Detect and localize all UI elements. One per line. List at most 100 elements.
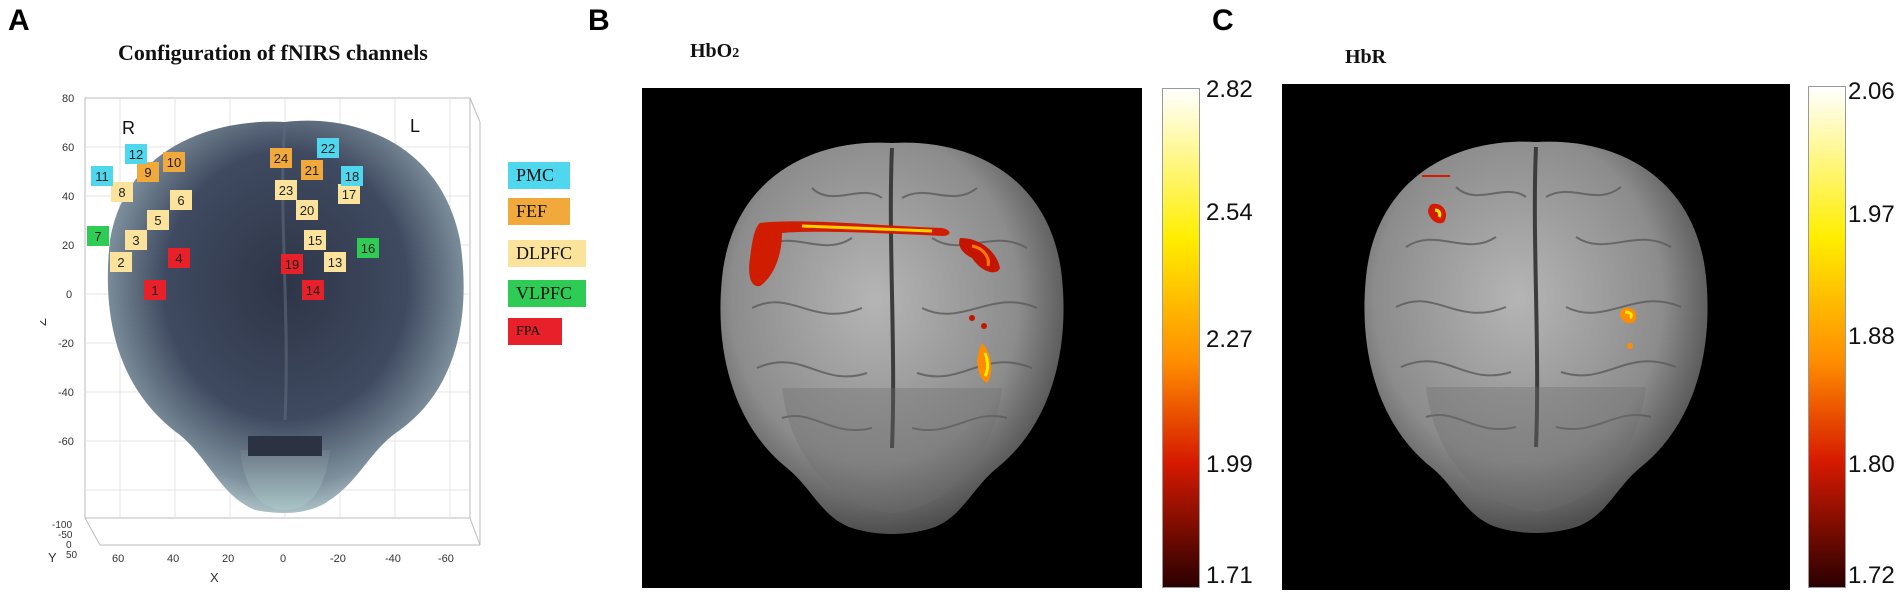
channel-number: 13	[328, 255, 342, 270]
channel-11: 11	[91, 166, 113, 186]
channel-number: 5	[154, 213, 161, 228]
channel-3: 3	[125, 230, 147, 250]
channel-18: 18	[341, 166, 363, 186]
channel-number: 1	[151, 283, 158, 298]
plot-box-frame	[84, 97, 481, 546]
z-tick: -20	[58, 338, 74, 350]
channel-16: 16	[357, 238, 379, 258]
legend-vlpfc: VLPFC	[508, 280, 586, 307]
z-tick: 80	[62, 93, 74, 105]
channel-1: 1	[144, 280, 166, 300]
y-tick-labels: -100 -50 0 50	[52, 520, 78, 561]
hbo2-colorbar-tick: 2.82	[1206, 76, 1253, 103]
x-tick: -60	[438, 553, 454, 565]
brain-sulci	[1395, 186, 1682, 430]
y-axis-label: Y	[48, 550, 57, 565]
hbr-colorbar	[1808, 86, 1846, 588]
activation-blob-frontal-right	[749, 221, 950, 287]
x-tick: -20	[330, 553, 346, 565]
x-tick: 20	[222, 553, 234, 565]
z-tick: 0	[66, 289, 72, 301]
z-tick: -60	[58, 436, 74, 448]
hbr-colorbar-tick: 1.88	[1848, 323, 1895, 350]
channel-21: 21	[301, 160, 323, 180]
channel-13: 13	[324, 252, 346, 272]
channel-number: 24	[274, 151, 288, 166]
channel-number: 16	[361, 241, 375, 256]
channel-number: 10	[167, 155, 181, 170]
channel-9: 9	[137, 162, 159, 182]
hbo2-colorbar	[1162, 88, 1200, 588]
legend-label: DLPFC	[516, 243, 573, 263]
hbo2-colorbar-tick: 2.54	[1206, 199, 1253, 226]
channel-17: 17	[338, 184, 360, 204]
activation-hot-line	[801, 224, 933, 233]
channel-10: 10	[163, 152, 185, 172]
hbo2-brain-image	[642, 88, 1142, 588]
y-tick: -50	[58, 530, 73, 541]
legend-label: VLPFC	[516, 283, 573, 303]
channel-number: 20	[300, 203, 314, 218]
channel-number: 14	[306, 283, 320, 298]
channel-number: 4	[175, 251, 182, 266]
legend-label: FEF	[516, 201, 548, 221]
channel-number: 19	[285, 257, 299, 272]
channel-number: 22	[321, 141, 335, 156]
legend-label: PMC	[516, 165, 555, 185]
nose-gap	[248, 436, 322, 456]
channel-24: 24	[270, 148, 292, 168]
x-axis-label: X	[210, 570, 219, 585]
panel-letter-b: B	[588, 4, 610, 37]
hbr-brain-image	[1282, 84, 1790, 590]
x-tick: 40	[167, 553, 179, 565]
nose-chin	[240, 450, 330, 510]
legend-dlpfc: DLPFC	[508, 240, 586, 267]
channel-20: 20	[296, 200, 318, 220]
z-tick: 40	[62, 191, 74, 203]
channel-12: 12	[125, 144, 147, 164]
channel-number: 3	[132, 233, 139, 248]
hbo2-colorbar-tick: 2.27	[1206, 326, 1253, 353]
hemisphere-left-label: L	[410, 116, 420, 136]
legend-pmc: PMC	[508, 162, 570, 189]
hbr-colorbar-tick: 1.80	[1848, 451, 1895, 478]
channel-15: 15	[304, 230, 326, 250]
activation-blob-left	[1620, 307, 1637, 324]
channel-2: 2	[110, 252, 132, 272]
channel-number: 21	[305, 163, 319, 178]
cerebellum-shadow	[782, 388, 1002, 513]
hemisphere-right-label: R	[122, 118, 135, 138]
x-tick: 0	[280, 553, 286, 565]
x-tick-labels: 60 40 20 0 -20 -40 -60	[112, 553, 454, 565]
channel-number: 2	[117, 255, 124, 270]
channel-22: 22	[317, 138, 339, 158]
channel-23: 23	[275, 180, 297, 200]
y-tick: -100	[52, 520, 72, 531]
x-tick: -40	[385, 553, 401, 565]
z-axis-label: Z	[40, 318, 49, 326]
brain-midline	[1532, 146, 1540, 448]
y-tick: 50	[66, 550, 78, 561]
z-tick: 20	[62, 240, 74, 252]
hbo2-colorbar-tick: 1.99	[1206, 451, 1253, 478]
channel-number: 18	[345, 169, 359, 184]
hbr-colorbar-tick: 1.97	[1848, 201, 1895, 228]
brain-render-hbo2	[720, 142, 1064, 534]
hbr-colorbar-tick: 1.72	[1848, 562, 1895, 589]
panel-c-title: HbR	[1345, 46, 1387, 68]
channel-number: 17	[342, 187, 356, 202]
x-tick: 60	[112, 553, 124, 565]
channel-number: 8	[118, 185, 125, 200]
z-tick: 60	[62, 142, 74, 154]
hbr-colorbar-tick: 2.06	[1848, 78, 1895, 105]
y-tick: 0	[66, 540, 72, 551]
activation-spot	[1627, 343, 1633, 349]
channel-19: 19	[281, 254, 303, 274]
fnirs-head-plot: 80 60 40 20 0 -20 -40 -60 60 40 20 0 -20…	[40, 93, 481, 585]
activation-blob-right	[1428, 203, 1447, 224]
panel-b-title: HbO2	[690, 40, 740, 62]
z-tick: -40	[58, 387, 74, 399]
channel-4: 4	[168, 248, 190, 268]
channel-number: 6	[177, 193, 184, 208]
panel-letter-c: C	[1212, 4, 1234, 37]
